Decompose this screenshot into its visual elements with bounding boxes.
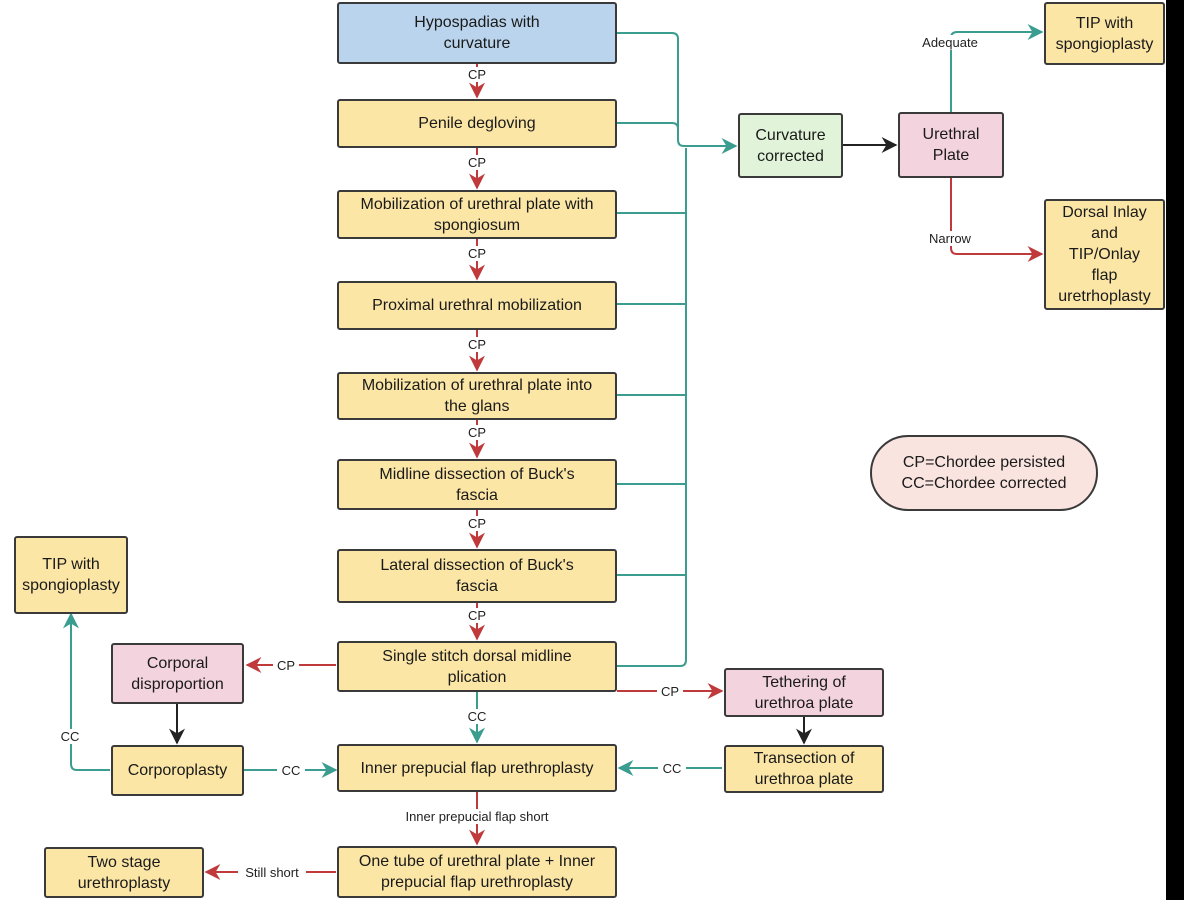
cp-label: CP: [277, 658, 295, 673]
cp-label: CP: [468, 425, 486, 440]
cc-label: CC: [663, 761, 682, 776]
cp-label: CP: [468, 608, 486, 623]
cp-label: CP: [468, 337, 486, 352]
cc-label: CC: [61, 729, 80, 744]
node-curvature-corrected: Curvature corrected: [738, 113, 843, 178]
cc-label: CC: [468, 709, 487, 724]
node-corporoplasty: Corporoplasty: [111, 745, 244, 796]
node-proximal-urethral-mobilization: Proximal urethral mobilization: [337, 281, 617, 330]
node-single-stitch-plication: Single stitch dorsal midline plication: [337, 641, 617, 692]
still-short-label: Still short: [245, 865, 299, 880]
narrow-label: Narrow: [929, 231, 972, 246]
cp-label: CP: [468, 67, 486, 82]
node-corporal-disproportion: Corporal disproportion: [111, 643, 244, 704]
node-two-stage-urethroplasty: Two stage urethroplasty: [44, 847, 204, 898]
node-tethering-urethral-plate: Tethering of urethroa plate: [724, 668, 884, 717]
node-one-tube-urethral-plate: One tube of urethral plate + Inner prepu…: [337, 846, 617, 898]
narrow-arrow: [950, 178, 1044, 262]
cp-label: CP: [468, 155, 486, 170]
cp-label: CP: [468, 516, 486, 531]
node-tip-spongioplasty-top: TIP with spongioplasty: [1044, 2, 1165, 65]
node-urethral-plate: Urethral Plate: [898, 112, 1004, 178]
node-mobilization-urethral-plate-spongiosum: Mobilization of urethral plate with spon…: [337, 190, 617, 239]
flap-short-label: Inner prepucial flap short: [405, 809, 548, 824]
label-backgrounds: [56, 35, 984, 880]
cp-label: CP: [661, 684, 679, 699]
node-hypospadias-with-curvature: Hypospadias with curvature: [337, 2, 617, 64]
cc-label: CC: [282, 763, 301, 778]
adequate-label: Adequate: [922, 35, 978, 50]
node-dorsal-inlay: Dorsal Inlay and TIP/Onlay flap uretrhop…: [1044, 199, 1165, 310]
node-inner-prepucial-flap: Inner prepucial flap urethroplasty: [337, 744, 617, 792]
cp-label: CP: [468, 246, 486, 261]
node-midline-dissection: Midline dissection of Buck's fascia: [337, 459, 617, 510]
corporoplasty-cc-tip-arrow: [63, 612, 110, 771]
legend: CP=Chordee persisted CC=Chordee correcte…: [870, 435, 1098, 511]
node-penile-degloving: Penile degloving: [337, 99, 617, 148]
node-tip-spongioplasty-left: TIP with spongioplasty: [14, 536, 128, 614]
node-lateral-dissection: Lateral dissection of Buck's fascia: [337, 549, 617, 603]
node-mobilization-into-glans: Mobilization of urethral plate into the …: [337, 372, 617, 420]
corrected-collector: [617, 32, 738, 667]
node-transection-urethral-plate: Transection of urethroa plate: [724, 745, 884, 793]
